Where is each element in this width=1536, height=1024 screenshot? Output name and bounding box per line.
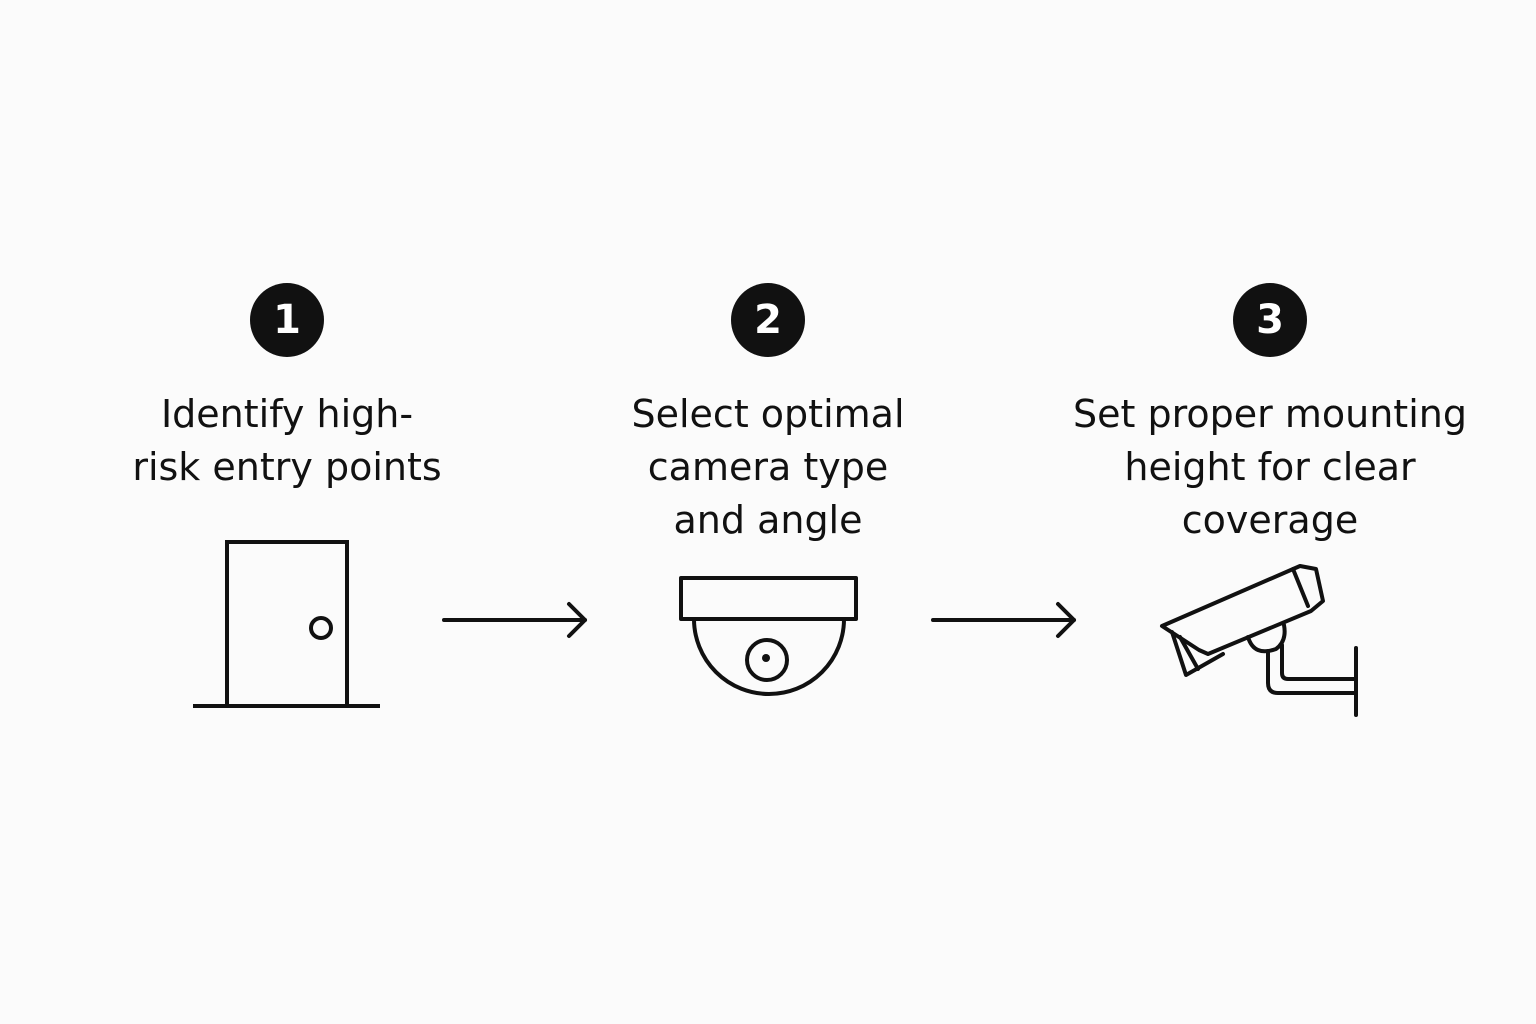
step-label: Select optimal camera type and angle <box>558 388 978 547</box>
step-label-line: camera type <box>647 445 889 489</box>
arrow-right-icon <box>931 602 1076 638</box>
step-number-badge: 2 <box>731 283 805 357</box>
step-label-line: risk entry points <box>132 445 442 489</box>
step-3: 3 Set proper mounting height for clear c… <box>1060 0 1480 1024</box>
dome-camera-icon <box>679 576 858 696</box>
step-label: Identify high- risk entry points <box>77 388 497 494</box>
step-number-badge: 3 <box>1233 283 1307 357</box>
step-label-line: height for clear <box>1124 445 1416 489</box>
step-label-line: Identify high- <box>160 392 414 436</box>
step-2: 2 Select optimal camera type and angle <box>558 0 978 1024</box>
step-label-line: Select optimal <box>631 392 905 436</box>
step-label: Set proper mounting height for clear cov… <box>1060 388 1480 547</box>
step-label-line: coverage <box>1181 498 1359 542</box>
door-icon <box>193 540 380 708</box>
step-number-badge: 1 <box>250 283 324 357</box>
step-1: 1 Identify high- risk entry points <box>77 0 497 1024</box>
arrow-right-icon <box>442 602 587 638</box>
step-label-line: Set proper mounting <box>1073 392 1467 436</box>
step-label-line: and angle <box>673 498 863 542</box>
bullet-camera-icon <box>1160 564 1358 717</box>
